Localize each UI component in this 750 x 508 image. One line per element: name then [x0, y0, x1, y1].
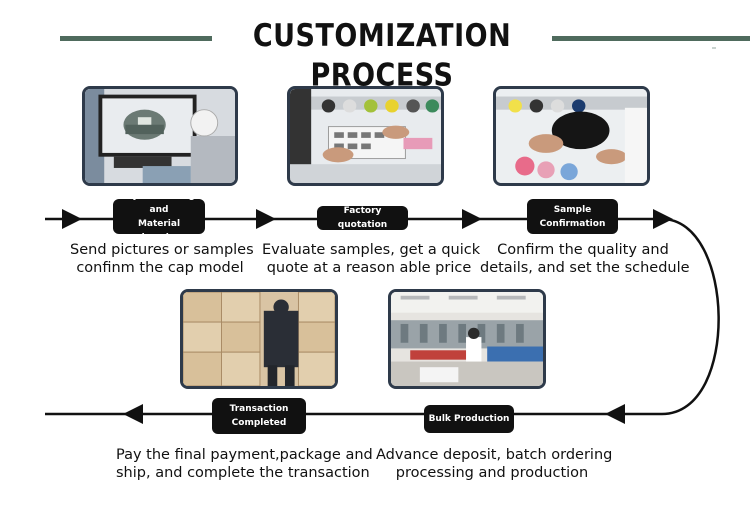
- flow-arrow-5: [605, 404, 625, 424]
- caption-step-2-line-1: Evaluate samples, get a quick: [262, 242, 481, 258]
- caption-step-3: Confirm the quality and details, and set…: [480, 241, 690, 277]
- decorative-dash: [712, 47, 716, 49]
- caption-step-5-line-2: ship, and complete the transaction: [116, 465, 370, 481]
- flow-arrow-6: [123, 404, 143, 424]
- caption-step-2: Evaluate samples, get a quick quote at a…: [262, 241, 481, 277]
- caption-step-4-line-1: Advance deposit, batch ordering: [376, 447, 613, 463]
- badge-factory-quotation: Factory quotation: [317, 206, 408, 230]
- caption-step-4: Advance deposit, batch ordering processi…: [376, 446, 613, 482]
- photo-stacking-cartons: [180, 289, 338, 389]
- badge-bulk-production: Bulk Production: [424, 405, 514, 433]
- flow-arrow-1: [62, 209, 82, 229]
- caption-step-2-line-2: quote at a reason able price: [266, 260, 472, 276]
- flow-arrow-3: [462, 209, 482, 229]
- badge-transaction-completed: Transaction Completed: [212, 398, 306, 434]
- badge-sample-confirmation: Sample Confirmation: [527, 199, 618, 234]
- caption-step-1-line-1: Send pictures or samples: [70, 242, 254, 258]
- photo-factory-floor: [388, 289, 546, 389]
- caption-step-5-line-1: Pay the final payment,package and: [116, 447, 373, 463]
- caption-step-3-line-2: details, and set the schedule: [480, 260, 690, 276]
- caption-step-1-line-2: confinm the cap model: [76, 260, 244, 276]
- photo-inspecting-cap: [493, 86, 650, 186]
- caption-step-3-line-1: Confirm the quality and: [497, 242, 669, 258]
- photo-designer-at-computer: [82, 86, 238, 186]
- caption-step-5: Pay the final payment,package and ship, …: [116, 446, 373, 482]
- flow-arrow-2: [256, 209, 276, 229]
- caption-step-1: Send pictures or samples confinm the cap…: [70, 241, 254, 277]
- badge-style-deciding: style Deciding and Material choosing: [113, 191, 205, 243]
- photo-color-swatch: [287, 86, 444, 186]
- caption-step-4-line-2: processing and production: [395, 465, 589, 481]
- page-title: CUSTOMIZATION PROCESS: [212, 17, 552, 93]
- flow-arrow-4: [653, 209, 673, 229]
